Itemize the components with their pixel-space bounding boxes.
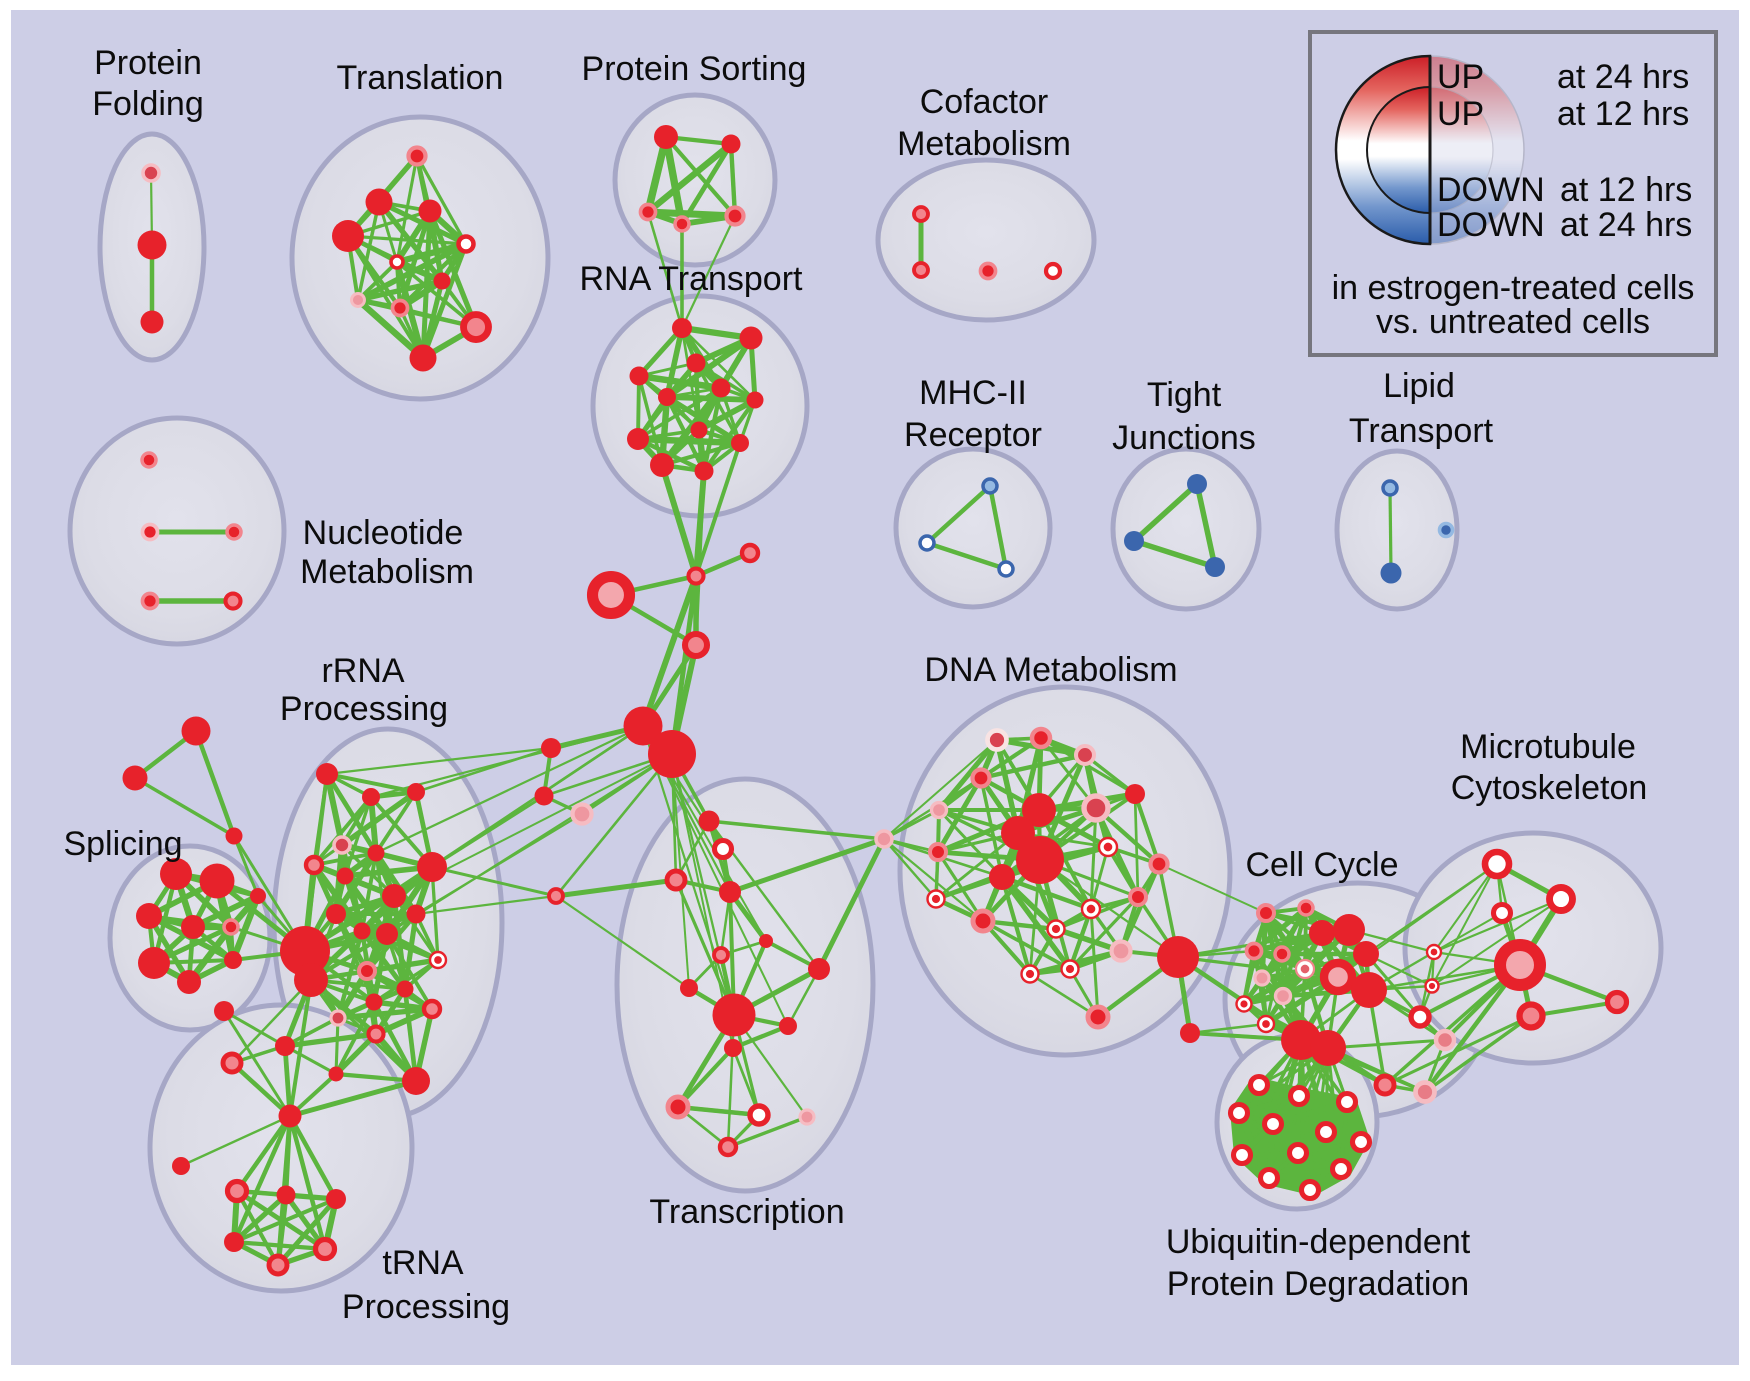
svg-text:at 24 hrs: at 24 hrs [1557, 58, 1689, 96]
svg-text:MHC-II: MHC-II [919, 374, 1027, 412]
svg-text:Processing: Processing [342, 1288, 510, 1326]
svg-text:tRNA: tRNA [382, 1244, 464, 1282]
svg-text:Junctions: Junctions [1112, 419, 1256, 457]
svg-text:Lipid: Lipid [1383, 367, 1455, 405]
svg-text:DOWN: DOWN [1437, 171, 1545, 209]
svg-text:Transport: Transport [1349, 412, 1494, 450]
svg-text:vs. untreated cells: vs. untreated cells [1376, 303, 1650, 341]
svg-text:Ubiquitin-dependent: Ubiquitin-dependent [1166, 1223, 1471, 1261]
svg-text:at 12 hrs: at 12 hrs [1560, 171, 1692, 209]
svg-text:RNA Transport: RNA Transport [580, 260, 804, 298]
svg-text:rRNA: rRNA [321, 652, 404, 690]
svg-text:DNA Metabolism: DNA Metabolism [924, 651, 1177, 689]
svg-text:Tight: Tight [1147, 376, 1222, 414]
svg-text:Cofactor: Cofactor [920, 83, 1049, 121]
svg-text:Receptor: Receptor [904, 416, 1042, 454]
svg-text:Cell Cycle: Cell Cycle [1245, 846, 1398, 884]
svg-text:Protein Sorting: Protein Sorting [582, 50, 807, 88]
svg-text:Cytoskeleton: Cytoskeleton [1451, 769, 1648, 807]
svg-text:at 24 hrs: at 24 hrs [1560, 206, 1692, 244]
svg-text:DOWN: DOWN [1437, 206, 1545, 244]
svg-text:UP: UP [1437, 95, 1484, 133]
svg-text:Transcription: Transcription [649, 1193, 844, 1231]
svg-text:Protein Degradation: Protein Degradation [1167, 1265, 1469, 1303]
svg-text:Translation: Translation [337, 59, 504, 97]
svg-text:Microtubule: Microtubule [1460, 728, 1636, 766]
svg-text:Nucleotide: Nucleotide [303, 514, 464, 552]
svg-text:Protein: Protein [94, 44, 202, 82]
svg-text:at 12 hrs: at 12 hrs [1557, 95, 1689, 133]
svg-text:Metabolism: Metabolism [300, 553, 474, 591]
svg-text:Folding: Folding [92, 85, 204, 123]
svg-text:Metabolism: Metabolism [897, 125, 1071, 163]
svg-text:UP: UP [1437, 58, 1484, 96]
svg-text:Splicing: Splicing [63, 825, 182, 863]
svg-text:Processing: Processing [280, 690, 448, 728]
svg-text:in estrogen-treated cells: in estrogen-treated cells [1332, 269, 1695, 307]
